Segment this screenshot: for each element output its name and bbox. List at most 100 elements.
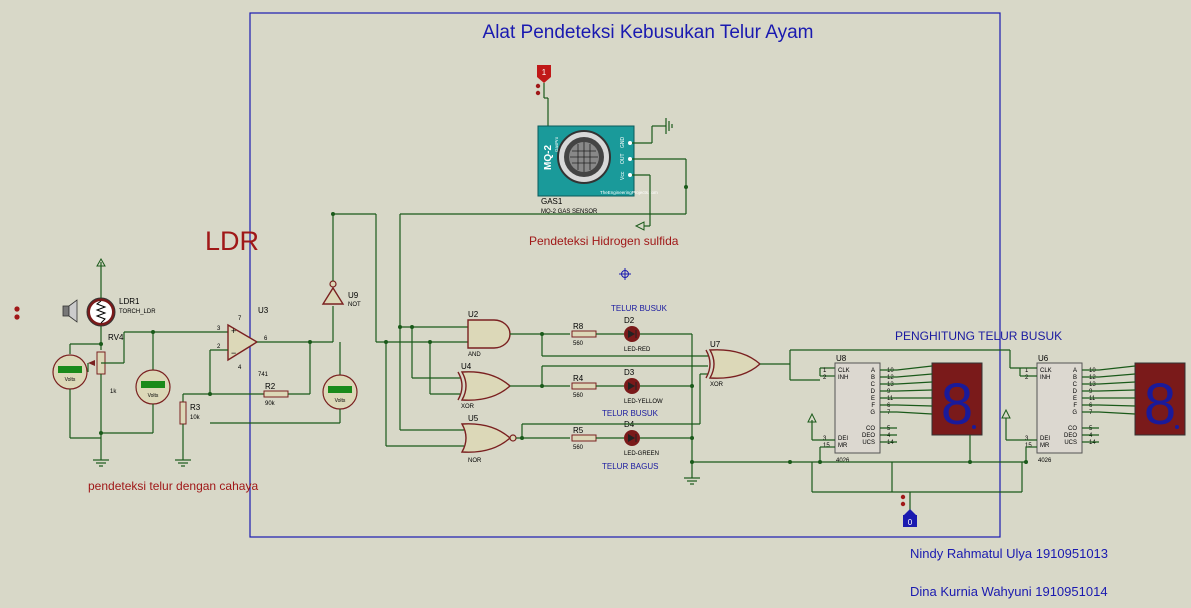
r8-ref: R8: [573, 322, 584, 331]
probe-dot: [14, 314, 20, 320]
svg-text:Volts: Volts: [65, 377, 76, 383]
r4-resistor: [571, 382, 597, 390]
ic-pin-number: 3: [1025, 436, 1029, 442]
d2-ref: D2: [624, 316, 635, 325]
svg-text:Volts: Volts: [148, 393, 159, 399]
r2-ref: R2: [265, 382, 276, 391]
logic-probe-low: 0: [903, 509, 917, 527]
ldr1-value: TORCH_LDR: [119, 309, 156, 315]
u5-nor-gate: [460, 423, 517, 453]
u3-value: 741: [258, 372, 269, 378]
r4-value: 560: [573, 393, 584, 399]
u4-ref: U4: [461, 362, 472, 371]
ic-pin-number: 12: [887, 375, 894, 381]
voltmeter-right: Volts: [322, 374, 358, 410]
u9-value: NOT: [348, 302, 361, 308]
mq2-gas-sensor: MQ-2 GasPro TheEngineeringProjects.com G…: [537, 125, 658, 197]
u6-ref: U6: [1038, 354, 1049, 363]
r8-resistor: [571, 330, 597, 338]
u3-pin7: 7: [238, 316, 242, 322]
u7-xor-gate: [705, 349, 762, 379]
ground-icon: [684, 477, 700, 485]
voltmeter-middle: Volts: [135, 369, 171, 405]
u8-ref: U8: [836, 354, 847, 363]
u3-pin6: 6: [264, 336, 268, 342]
r5-ref: R5: [573, 426, 584, 435]
r5-resistor: [571, 434, 597, 442]
ic-pin-name: C: [871, 382, 876, 388]
ic-pin-number: 6: [887, 403, 891, 409]
u6-counter-ic: [1036, 362, 1083, 454]
svg-text:GasPro: GasPro: [554, 136, 559, 152]
ic-pin-name: DEO: [862, 433, 875, 439]
telur-busuk-label-2: TELUR BUSUK: [602, 409, 659, 418]
svg-text:−: −: [231, 348, 236, 358]
svg-text:MQ-2: MQ-2: [543, 145, 554, 170]
ic-pin-name: F: [1073, 403, 1077, 409]
voltmeter-left: Volts: [52, 354, 88, 390]
d2-led-red: [624, 326, 640, 342]
author-2: Dina Kurnia Wahyuni 1910951014: [910, 584, 1108, 599]
ic-pin-number: 9: [887, 389, 891, 395]
u3-pin2: 2: [217, 344, 221, 350]
ldr-big-label: LDR: [205, 226, 259, 256]
r3-resistor: [179, 401, 187, 425]
ic-pin-name: A: [871, 368, 875, 374]
ic-pin-name: B: [1073, 375, 1077, 381]
author-1: Nindy Rahmatul Ulya 1910951013: [910, 546, 1108, 561]
origin-marker-icon: [619, 268, 631, 280]
ic-pin-name: E: [871, 396, 875, 402]
u2-ref: U2: [468, 310, 479, 319]
ic-pin-number: 3: [823, 436, 827, 442]
ground-icon: [93, 459, 109, 467]
ground-icon: [652, 118, 673, 134]
ic-pin-name: G: [870, 410, 875, 416]
ic-pin-number: 9: [1089, 389, 1093, 395]
svg-text:8: 8: [1144, 372, 1176, 437]
ic-pin-number: 2: [823, 375, 827, 381]
ic-pin-name: F: [871, 403, 875, 409]
torch-icon: [62, 299, 78, 323]
gas1-ref: GAS1: [541, 197, 563, 206]
probe-dot: [14, 306, 20, 312]
ic-pin-number: 14: [887, 440, 894, 446]
u9-ref: U9: [348, 291, 359, 300]
u4-xor-gate: [457, 371, 512, 401]
u3-ref: U3: [258, 306, 269, 315]
ic-pin-number: 14: [1089, 440, 1096, 446]
ic-pin-name: UCS: [1064, 440, 1077, 446]
ic-pin-number: 11: [1089, 396, 1096, 402]
ic-pin-name: DEI: [838, 436, 848, 442]
ic-pin-number: 4: [887, 433, 891, 439]
schematic-title: Alat Pendeteksi Kebusukan Telur Ayam: [483, 22, 814, 43]
ic-pin-name: D: [871, 389, 876, 395]
ic-pin-name: D: [1073, 389, 1078, 395]
ic-pin-number: 1: [1025, 368, 1029, 374]
power-arrow-icon: [807, 412, 817, 423]
rv4-value: 1k: [110, 389, 117, 395]
ic-pin-name: CLK: [1040, 368, 1052, 374]
u3-pin3: 3: [217, 326, 221, 332]
telur-busuk-label-1: TELUR BUSUK: [611, 304, 668, 313]
r3-value: 10k: [190, 415, 201, 421]
d3-value: LED-YELLOW: [624, 399, 663, 405]
counter-title: PENGHITUNG TELUR BUSUK: [895, 329, 1062, 343]
ldr1-resistor: [86, 297, 116, 327]
svg-text:8: 8: [941, 372, 973, 437]
u9-not-gate: [321, 280, 345, 305]
ic-pin-name: CO: [866, 426, 875, 432]
ic-pin-name: C: [1073, 382, 1078, 388]
power-arrow-icon: [1001, 408, 1011, 419]
svg-text:GND: GND: [620, 137, 626, 149]
schematic-frame: [249, 12, 1001, 538]
rv4-ref: RV4: [108, 333, 124, 342]
svg-text:1: 1: [542, 68, 547, 77]
ic-pin-name: G: [1072, 410, 1077, 416]
ic-pin-number: 13: [1089, 382, 1096, 388]
ic-pin-number: 7: [887, 410, 891, 416]
u7-value: XOR: [710, 382, 724, 388]
u8-seven-segment-display: 8: [931, 362, 983, 437]
ic-pin-number: 5: [887, 426, 891, 432]
